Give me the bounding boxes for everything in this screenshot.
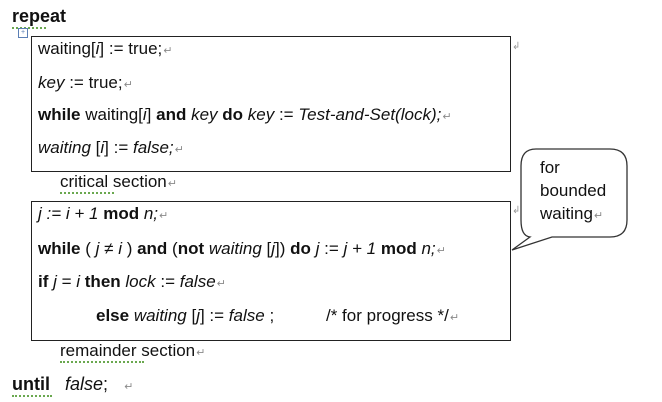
table-anchor-icon: + [18,28,28,38]
critical-section-label: critical section↵ [60,172,177,191]
spell-underline [12,395,52,397]
remainder-section-label: remainder section↵ [60,341,206,360]
box2-line4: else waiting [j] := false ; [96,306,275,325]
repeat-keyword: repeat [12,6,67,26]
box2-line2: while ( j ≠ i ) and (not waiting [j]) do… [38,239,446,258]
cell-end-mark: ↲ [512,205,521,216]
box1-line3: while waiting[i] and key do key := Test-… [38,105,452,124]
spell-underline [60,361,144,363]
cell-end-mark: ↲ [512,41,521,52]
box1-line4: waiting [i] := false;↵ [38,138,184,157]
callout-line2: bounded [540,181,607,200]
spell-underline [60,192,114,194]
callout-line1: for [540,158,560,177]
box1-line1: waiting[i] := true;↵ [38,39,173,58]
box1-line2: key := true;↵ [38,73,133,92]
until-line: until false; ↵ [12,374,134,394]
progress-comment: /* for progress */↵ [326,306,460,325]
entry-section-box [31,36,511,172]
box2-line1: j := i + 1 mod n;↵ [38,204,169,223]
box2-line3: if j = i then lock := false↵ [38,272,226,291]
callout-bubble [511,148,628,251]
callout-line3: waiting↵ [540,204,604,223]
exit-section-box [31,201,511,341]
spell-underline [12,27,46,29]
